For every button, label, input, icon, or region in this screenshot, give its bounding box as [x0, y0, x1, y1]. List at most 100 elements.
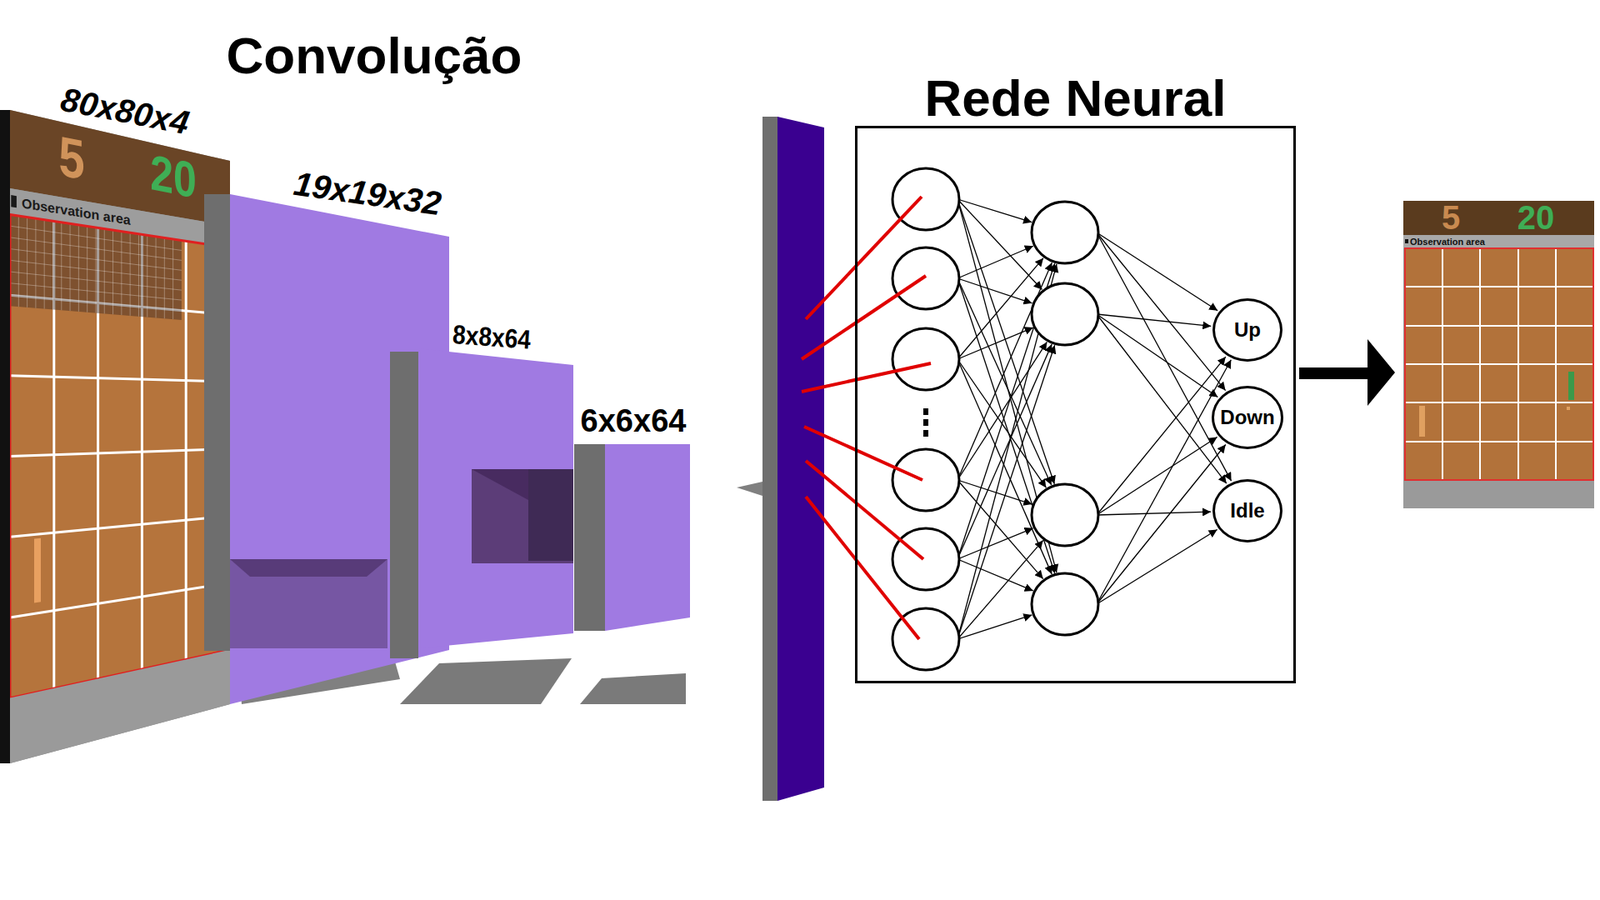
game-screen-perspective [10, 110, 230, 764]
overlay-grid [10, 271, 182, 290]
output-neuron: Down [1211, 385, 1284, 450]
weight-line [1096, 314, 1227, 484]
weight-line [1096, 232, 1232, 481]
overlay-grid [10, 283, 182, 300]
kernel-window [230, 559, 388, 577]
neural-network [801, 168, 1232, 670]
grid-line [1405, 325, 1593, 327]
paddle [1568, 371, 1575, 400]
input-connection [801, 275, 926, 360]
overlay-grid [10, 294, 182, 310]
feature-map-block [418, 348, 574, 649]
field-border [10, 214, 230, 698]
weight-line [957, 278, 1032, 304]
screen-text: 20 [150, 147, 197, 207]
grid-line [1405, 440, 1593, 443]
weight-line [957, 559, 1034, 591]
hidden-neuron [1031, 283, 1099, 345]
game-screen [1403, 200, 1595, 509]
score-bar [1403, 200, 1595, 235]
input-neuron [892, 247, 960, 310]
screen-base [10, 110, 230, 764]
input-connection [805, 196, 922, 320]
grid-line [1405, 285, 1593, 288]
block-side [390, 351, 419, 659]
floor-shadow [400, 658, 572, 705]
screen-text: 20 [1517, 200, 1555, 235]
bottom-strip [1403, 480, 1595, 509]
kernel-window [471, 469, 574, 564]
weight-line [1096, 232, 1218, 311]
output-arrow-head [1367, 339, 1395, 406]
kernel-window [230, 559, 388, 649]
grid-line [10, 449, 230, 457]
input-connection [804, 426, 923, 480]
output-arrow-shaft [1299, 367, 1370, 380]
action-label: Up [1234, 319, 1261, 341]
ellipsis-dot [923, 430, 929, 437]
weight-line [1096, 511, 1211, 515]
weight-line [957, 528, 1034, 560]
paddle [1419, 405, 1425, 437]
feature-map-block [605, 444, 690, 631]
ball [1566, 406, 1570, 410]
action-label: Idle [1230, 500, 1265, 522]
weight-line [1096, 530, 1218, 605]
bar-side [762, 116, 778, 801]
network-box: Rede NeuralUpDownIdle [855, 125, 1296, 684]
output-neuron: Up [1212, 298, 1283, 362]
input-connection [805, 496, 920, 640]
weight-line [957, 199, 1042, 290]
hidden-neuron [1031, 573, 1099, 635]
bottom-strip [10, 650, 230, 764]
hidden-neuron [1031, 484, 1099, 546]
kernel-window [528, 469, 574, 561]
field-grid [1405, 249, 1593, 480]
weight-line [957, 615, 1032, 640]
grid-line [1405, 363, 1593, 365]
observation-overlay [10, 214, 182, 320]
input-neuron [892, 328, 960, 390]
weight-line [1096, 314, 1211, 326]
action-label: Down [1220, 406, 1275, 429]
input-neuron [892, 528, 960, 590]
input-neuron [892, 449, 960, 511]
bar-shadow [736, 481, 763, 496]
block-side [574, 444, 605, 631]
ellipsis-dot [923, 408, 929, 415]
floor-shadow [580, 673, 686, 705]
grid-line [10, 515, 230, 537]
screen-edge [0, 110, 10, 764]
weight-line [957, 258, 1044, 360]
observation-strip [1403, 235, 1595, 249]
screen-text: 5 [58, 127, 85, 189]
paddle [34, 538, 41, 604]
weight-line [957, 540, 1044, 640]
grid-line [1405, 401, 1593, 404]
feature-map-block [230, 194, 450, 705]
bullet [1405, 239, 1409, 244]
bullet [10, 195, 17, 208]
play-field [10, 214, 230, 698]
screen-text: Observation area [1410, 236, 1485, 247]
overlay-grid [10, 237, 182, 261]
input-connection [801, 363, 931, 392]
screen-text: 5 [1441, 200, 1460, 235]
overlay-grid [10, 260, 182, 280]
weight-line [1096, 356, 1226, 515]
weight-line [1096, 437, 1218, 515]
weight-line [957, 359, 1052, 575]
weight-line [1096, 444, 1226, 605]
section-title: Convolução [226, 27, 523, 85]
flatten-layer [777, 116, 825, 801]
input-neuron [892, 168, 960, 230]
dimension-label: 6x6x64 [580, 404, 687, 440]
overlay-grid [10, 249, 182, 271]
grid-line [10, 375, 230, 382]
kernel-window [471, 469, 529, 500]
play-field [1405, 248, 1594, 480]
weight-line [1096, 232, 1226, 391]
weight-line [957, 245, 1034, 279]
hidden-neuron [1031, 201, 1099, 264]
overlay-grid [10, 225, 182, 250]
